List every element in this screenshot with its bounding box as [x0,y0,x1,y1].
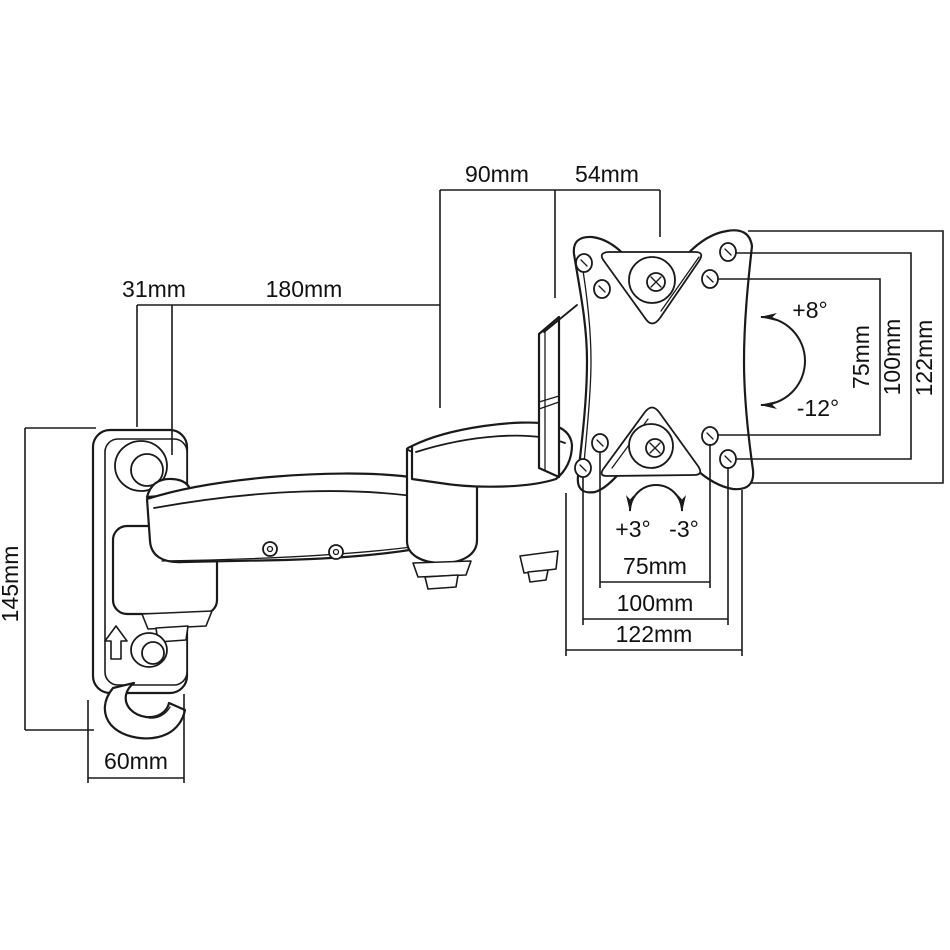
up-arrow-icon [104,625,128,660]
dim-vesa-h75-label: 75mm [623,553,687,579]
tilt-arc [760,313,806,409]
dim-vesa-horizontal-100mm: 100mm [582,467,729,625]
swivel-minus-label: -3° [669,516,699,542]
dim-vesa-vertical-122mm: 122mm [748,230,944,484]
dim-180mm: 180mm [266,276,343,302]
swivel-plus-label: +3° [615,516,650,542]
dim-90mm-label: 90mm [465,161,529,187]
bracket-details [103,625,187,740]
dim-31mm-label: 31mm [122,276,186,302]
tilt-down-label: -12° [797,395,839,421]
tilt-up-label: +8° [792,297,827,323]
dim-vesa-v75-label: 75mm [848,325,874,389]
cable-hook [103,681,187,740]
dim-vesa-h100-label: 100mm [617,590,694,616]
dim-60mm-label: 60mm [104,748,168,774]
dim-180mm-label: 180mm [266,276,343,302]
tilt-joint [519,304,578,583]
tilt-angle: +8° -12° [760,297,839,421]
swivel-angle: +3° -3° [615,484,699,542]
dim-31mm: 31mm [122,276,440,455]
arm-screw [328,544,344,560]
dim-90mm: 90mm [439,161,660,408]
dim-vesa-vertical-75mm: 75mm [718,278,881,436]
dim-vesa-horizontal-122mm: 122mm [565,490,743,656]
vesa-plate [572,229,755,494]
dim-60mm: 60mm [87,694,185,783]
dim-vesa-vertical-100mm: 100mm [736,252,912,460]
swivel-arc [626,484,686,512]
dim-vesa-v122-label: 122mm [911,320,937,397]
lower-arm [145,472,468,564]
dim-54mm: 54mm [575,161,661,237]
arm-screw [262,541,278,557]
vesa-holes [574,242,737,478]
dim-145mm-label: 145mm [0,546,23,623]
dim-vesa-h122-label: 122mm [616,621,693,647]
dim-54mm-label: 54mm [575,161,639,187]
dim-145mm: 145mm [0,427,96,731]
dim-vesa-v100-label: 100mm [879,319,905,396]
dim-vesa-horizontal-75mm: 75mm [599,444,711,588]
